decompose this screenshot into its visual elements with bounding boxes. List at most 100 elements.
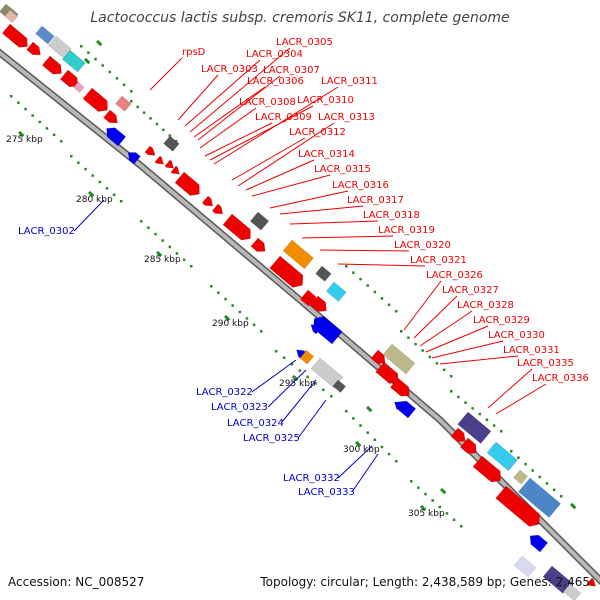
gene-label[interactable]: LACR_0319	[378, 225, 435, 236]
reverse-gene-arrow[interactable]	[309, 312, 343, 345]
grid-dot	[373, 438, 377, 442]
gene-feature[interactable]	[282, 239, 314, 270]
gene-label[interactable]: LACR_0324	[227, 418, 284, 429]
grid-dot	[352, 417, 355, 420]
gene-label[interactable]: LACR_0314	[298, 149, 355, 160]
label-connector	[413, 295, 458, 339]
grid-dot	[395, 460, 398, 463]
forward-gene-arrow[interactable]	[250, 237, 269, 255]
forward-gene-arrow[interactable]	[1, 23, 31, 51]
gene-label[interactable]: LACR_0323	[211, 402, 268, 413]
forward-gene-arrow[interactable]	[586, 577, 598, 589]
gene-feature[interactable]	[382, 343, 416, 375]
gene-label[interactable]: LACR_0318	[363, 210, 420, 221]
forward-gene-arrow[interactable]	[201, 195, 215, 209]
forward-gene-arrow[interactable]	[82, 87, 112, 115]
gene-label[interactable]: LACR_0325	[243, 433, 300, 444]
forward-gene-arrow[interactable]	[495, 485, 545, 530]
grid-dot	[168, 134, 172, 137]
grid-dot	[98, 180, 102, 184]
gene-label[interactable]: LACR_0331	[503, 345, 560, 356]
gene-label[interactable]: LACR_0308	[239, 97, 296, 108]
gene-label[interactable]: LACR_0329	[473, 315, 530, 326]
gene-feature[interactable]	[163, 135, 180, 152]
gene-label[interactable]: LACR_0304	[246, 49, 303, 60]
gene-label[interactable]: LACR_0305	[276, 37, 333, 48]
forward-gene-arrow[interactable]	[269, 255, 308, 291]
grid-dot	[130, 100, 133, 103]
tick-label: 295 kbp	[279, 379, 316, 389]
forward-gene-arrow[interactable]	[459, 437, 480, 457]
gene-feature[interactable]	[325, 281, 347, 302]
gene-label[interactable]: LACR_0336	[532, 373, 589, 384]
gene-label[interactable]: LACR_0317	[347, 195, 404, 206]
gene-feature[interactable]	[61, 49, 86, 73]
reverse-gene-arrow[interactable]	[392, 399, 404, 411]
gene-label[interactable]: LACR_0320	[394, 240, 451, 251]
gene-label[interactable]: LACR_0303	[201, 64, 258, 75]
gene-label[interactable]: LACR_0309	[255, 112, 312, 123]
label-connector	[425, 325, 489, 353]
gene-feature[interactable]	[249, 211, 270, 231]
forward-gene-arrow[interactable]	[309, 295, 330, 315]
grid-dot	[175, 252, 179, 255]
gene-label[interactable]: LACR_0310	[297, 95, 354, 106]
gene-label[interactable]: LACR_0312	[289, 127, 346, 138]
gene-feature[interactable]	[73, 81, 85, 93]
forward-gene-arrow[interactable]	[174, 171, 204, 199]
gene-label[interactable]: LACR_0326	[426, 270, 483, 281]
forward-gene-arrow[interactable]	[222, 213, 255, 244]
gene-label[interactable]: LACR_0311	[321, 76, 378, 87]
gene-feature[interactable]	[513, 469, 529, 485]
gene-feature[interactable]	[332, 379, 347, 393]
forward-gene-arrow[interactable]	[26, 41, 44, 59]
forward-gene-arrow[interactable]	[103, 109, 121, 127]
forward-gene-arrow[interactable]	[370, 349, 389, 367]
gene-feature[interactable]	[518, 477, 562, 518]
gene-label[interactable]: LACR_0302	[18, 226, 75, 237]
label-connector	[487, 368, 533, 409]
reverse-gene-arrow[interactable]	[125, 149, 141, 165]
forward-gene-arrow[interactable]	[144, 145, 158, 159]
reverse-gene-arrow[interactable]	[526, 531, 549, 553]
forward-gene-arrow[interactable]	[170, 165, 182, 177]
gene-label[interactable]: LACR_0313	[318, 112, 375, 123]
forward-gene-arrow[interactable]	[211, 203, 225, 217]
forward-gene-arrow[interactable]	[59, 69, 82, 91]
gene-label[interactable]: LACR_0322	[196, 387, 253, 398]
gene-feature[interactable]	[115, 95, 132, 112]
gene-feature[interactable]	[563, 583, 582, 600]
gene-feature[interactable]	[4, 9, 19, 23]
gene-feature[interactable]	[513, 555, 537, 578]
gene-label[interactable]: LACR_0332	[283, 473, 340, 484]
gene-label[interactable]: LACR_0328	[457, 300, 514, 311]
gene-label[interactable]: rpsD	[182, 47, 206, 58]
forward-gene-arrow[interactable]	[375, 361, 403, 387]
gene-label[interactable]: LACR_0321	[410, 255, 467, 266]
grid-dot	[359, 424, 362, 427]
gene-label[interactable]: LACR_0315	[314, 164, 371, 175]
grid-dot	[407, 336, 410, 339]
reverse-gene-arrow[interactable]	[294, 347, 306, 359]
grid-dot	[417, 486, 420, 489]
gene-feature[interactable]	[457, 411, 492, 444]
forward-gene-arrow[interactable]	[389, 377, 413, 400]
forward-gene-arrow[interactable]	[154, 155, 166, 167]
gene-label[interactable]: LACR_0306	[247, 76, 304, 87]
forward-gene-arrow[interactable]	[472, 455, 505, 486]
gene-label[interactable]: LACR_0333	[298, 487, 355, 498]
grid-dot	[112, 193, 116, 197]
gene-label[interactable]: LACR_0335	[517, 358, 574, 369]
gene-feature[interactable]	[315, 265, 332, 282]
gene-feature[interactable]	[35, 25, 55, 45]
forward-gene-arrow[interactable]	[164, 159, 176, 171]
gene-label[interactable]: LACR_0330	[488, 330, 545, 341]
gene-label[interactable]: LACR_0307	[263, 65, 320, 76]
gene-label[interactable]: LACR_0327	[442, 285, 499, 296]
reverse-gene-arrow[interactable]	[103, 124, 127, 147]
gene-label[interactable]: LACR_0316	[332, 180, 389, 191]
forward-gene-arrow[interactable]	[41, 55, 65, 78]
forward-gene-arrow[interactable]	[450, 427, 469, 445]
gene-feature[interactable]	[486, 441, 518, 472]
reverse-gene-arrow[interactable]	[394, 397, 417, 419]
